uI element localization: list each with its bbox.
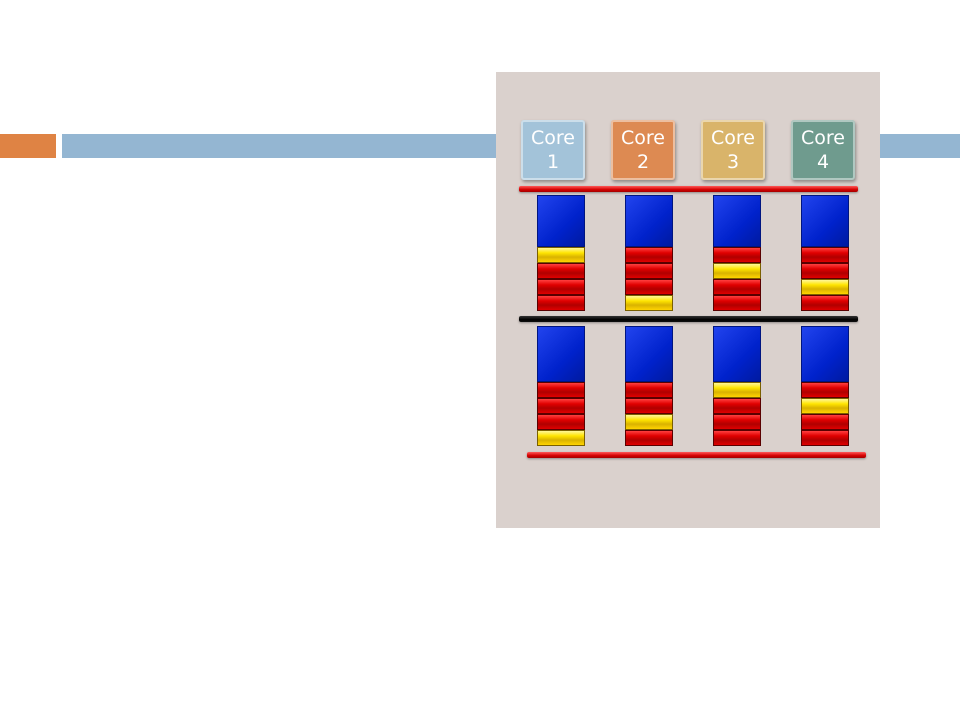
core-2-number: 2 xyxy=(636,151,650,173)
yellow-brick xyxy=(801,279,849,295)
free-space-block xyxy=(713,326,761,382)
core-2-label: Core xyxy=(621,127,665,149)
lower-column-1 xyxy=(537,326,585,446)
upper-column-3 xyxy=(713,195,761,311)
lower-column-3 xyxy=(713,326,761,446)
red-brick xyxy=(801,295,849,311)
core-1-label: Core xyxy=(531,127,575,149)
red-brick xyxy=(713,414,761,430)
red-brick xyxy=(713,247,761,263)
yellow-brick xyxy=(537,430,585,446)
core-3-label: Core xyxy=(711,127,755,149)
red-brick xyxy=(713,295,761,311)
red-brick xyxy=(625,430,673,446)
red-brick xyxy=(537,382,585,398)
red-brick xyxy=(801,263,849,279)
red-brick xyxy=(801,414,849,430)
red-brick xyxy=(537,279,585,295)
yellow-brick xyxy=(537,247,585,263)
red-brick xyxy=(625,279,673,295)
core-4-number: 4 xyxy=(816,151,830,173)
red-brick xyxy=(713,279,761,295)
yellow-brick xyxy=(713,263,761,279)
red-brick xyxy=(537,295,585,311)
yellow-brick xyxy=(801,398,849,414)
red-brick xyxy=(537,398,585,414)
red-brick xyxy=(625,382,673,398)
accent-bar xyxy=(0,134,56,158)
yellow-brick xyxy=(625,295,673,311)
red-brick xyxy=(713,398,761,414)
middle-rail xyxy=(519,316,858,322)
red-brick xyxy=(713,430,761,446)
red-brick xyxy=(801,430,849,446)
core-4-label: Core xyxy=(801,127,845,149)
lower-column-2 xyxy=(625,326,673,446)
red-brick xyxy=(537,414,585,430)
red-brick xyxy=(801,382,849,398)
free-space-block xyxy=(625,326,673,382)
red-brick xyxy=(537,263,585,279)
free-space-block xyxy=(537,195,585,247)
lower-column-4 xyxy=(801,326,849,446)
red-brick xyxy=(625,263,673,279)
yellow-brick xyxy=(625,414,673,430)
free-space-block xyxy=(801,195,849,247)
free-space-block xyxy=(713,195,761,247)
core-3-number: 3 xyxy=(726,151,740,173)
bottom-rail xyxy=(527,452,866,458)
red-brick xyxy=(801,247,849,263)
free-space-block xyxy=(537,326,585,382)
upper-column-2 xyxy=(625,195,673,311)
yellow-brick xyxy=(713,382,761,398)
core-1-number: 1 xyxy=(546,151,560,173)
upper-column-4 xyxy=(801,195,849,311)
top-rail xyxy=(519,186,858,192)
red-brick xyxy=(625,398,673,414)
red-brick xyxy=(625,247,673,263)
upper-column-1 xyxy=(537,195,585,311)
free-space-block xyxy=(625,195,673,247)
free-space-block xyxy=(801,326,849,382)
